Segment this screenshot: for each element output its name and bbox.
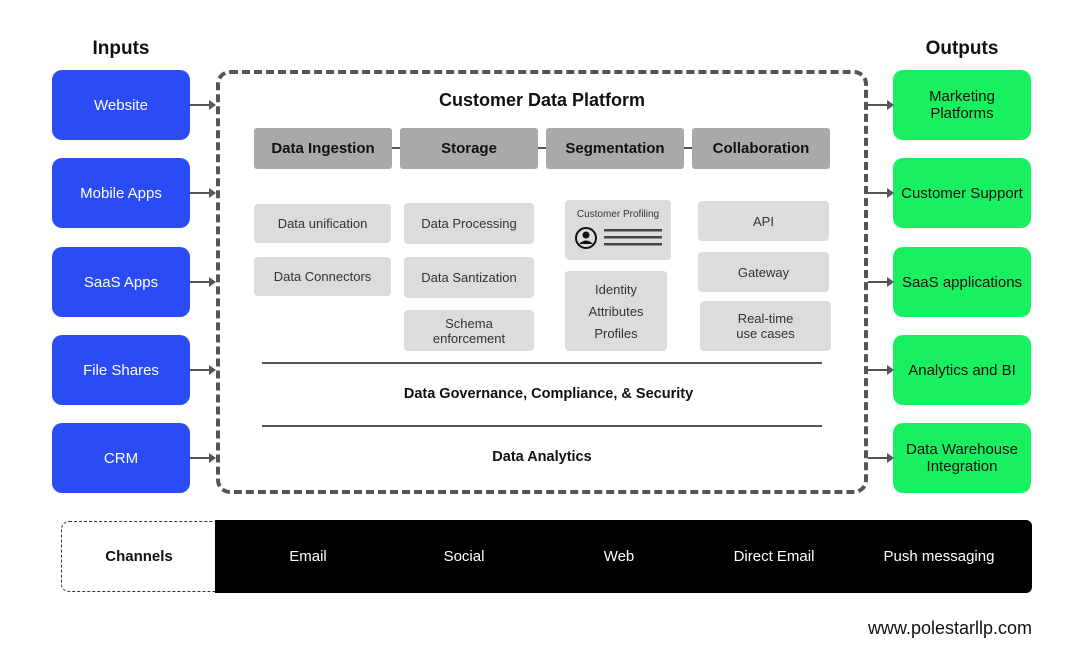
analytics-label: Data Analytics [492,449,592,465]
input-arrow [190,277,216,287]
output-data-warehouse: Data Warehouse Integration [893,423,1031,493]
profiles-label: Profiles [594,325,638,341]
category-storage: Storage [400,128,538,169]
category-connector [536,147,548,149]
category-connector [390,147,402,149]
input-arrow [190,365,216,375]
item-data-santization: Data Santization [404,257,534,298]
input-mobile-apps: Mobile Apps [52,158,190,228]
output-saas-applications: SaaS applications [893,247,1031,317]
customer-profiling-label: Customer Profiling [576,209,660,220]
identity-label: Identity [595,281,637,297]
website-url: www.polestarllp.com [867,618,1032,638]
input-saas-apps: SaaS Apps [52,247,190,317]
governance-label: Data Governance, Compliance, & Security [403,386,694,402]
input-arrow [190,100,216,110]
category-segmentation: Segmentation [546,128,684,169]
input-arrow [190,188,216,198]
divider-line [262,362,822,364]
category-data-ingestion: Data Ingestion [254,128,392,169]
inputs-heading: Inputs [92,38,150,59]
channel-social: Social [443,548,485,565]
item-api: API [698,201,829,241]
channels-label-box: Channels [61,521,217,592]
customer-profiling-card: Customer Profiling [565,200,671,260]
user-profile-icon [575,227,662,249]
platform-container [216,70,868,494]
output-marketing-platforms: Marketing Platforms [893,70,1031,140]
item-data-processing: Data Processing [404,203,534,244]
input-file-shares: File Shares [52,335,190,405]
channels-bar [215,520,1032,593]
input-website: Website [52,70,190,140]
identity-card: Identity Attributes Profiles [565,271,667,351]
channel-direct-email: Direct Email [733,548,815,565]
item-data-connectors: Data Connectors [254,257,391,296]
item-gateway: Gateway [698,252,829,292]
output-customer-support: Customer Support [893,158,1031,228]
attributes-label: Attributes [588,303,644,319]
divider-line [262,425,822,427]
input-arrow [190,453,216,463]
item-real-time-use-cases: Real-time use cases [700,301,831,351]
output-arrow [868,365,894,375]
item-schema-enforcement: Schema enforcement [404,310,534,351]
output-arrow [868,453,894,463]
output-arrow [868,277,894,287]
outputs-heading: Outputs [925,38,999,59]
output-analytics-bi: Analytics and BI [893,335,1031,405]
item-data-unification: Data unification [254,204,391,243]
category-collaboration: Collaboration [692,128,830,169]
category-connector [682,147,694,149]
channels-label: Channels [105,548,173,565]
output-arrow [868,100,894,110]
channel-email: Email [289,548,327,565]
platform-title: Customer Data Platform [438,90,646,110]
output-arrow [868,188,894,198]
channel-web: Web [603,548,635,565]
channel-push-messaging: Push messaging [883,548,995,565]
input-crm: CRM [52,423,190,493]
